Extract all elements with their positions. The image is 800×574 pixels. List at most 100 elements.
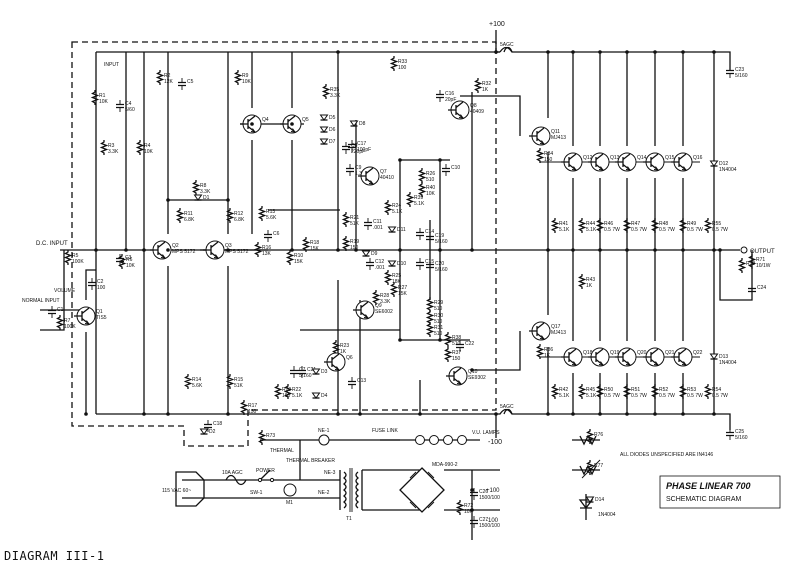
capacitor-id: C5 — [187, 79, 194, 85]
ne3-label: NE-3 — [324, 470, 336, 476]
neg-rail-wire — [96, 408, 731, 430]
resistor-id: R9 — [242, 73, 249, 79]
capacitor-value: 100pF — [357, 147, 371, 153]
diode-d9: D9 — [361, 250, 378, 257]
capacitor-c14: C14 — [416, 228, 434, 240]
capacitor-id: C16 — [445, 91, 454, 97]
resistor-value: 150 — [350, 245, 359, 251]
resistor-value: 0.5 7W — [659, 227, 675, 233]
resistor-value: 150 — [452, 356, 461, 362]
resistor-id: R29 — [434, 300, 443, 306]
resistor-value: 6.8K — [234, 217, 245, 223]
capacitor-id: C4 — [125, 101, 132, 107]
capacitor-id: C20 — [435, 261, 444, 267]
junction-dot — [438, 338, 442, 342]
resistor-id: R53 — [687, 387, 696, 393]
fuse-link-label: FUSE LINK — [372, 428, 399, 434]
capacitor-value: 5/160 — [435, 267, 448, 273]
diode-id: D12 — [719, 161, 728, 167]
resistor-value: 10K — [242, 79, 252, 85]
resistor-value: 510 — [434, 306, 443, 312]
junction-dot — [494, 412, 498, 416]
diode-id: D6 — [329, 127, 336, 133]
capacitor-id: C9 — [355, 165, 362, 171]
resistor-value: 10K — [126, 263, 136, 269]
capacitor-c18: C18 — [204, 420, 222, 432]
diode-value: 1N4004 — [719, 167, 737, 173]
junction-dot — [571, 412, 575, 416]
resistor-value: 0.5 7W — [659, 393, 675, 399]
capacitor-id: C12 — [375, 259, 384, 265]
diode-id: D3 — [321, 369, 328, 375]
junction-dot — [470, 368, 474, 372]
capacitor-value: 1.3 — [355, 171, 362, 177]
capacitor-id: C27 — [479, 517, 488, 523]
capacitor-c6: C6 — [264, 230, 280, 242]
schematic-title: PHASE LINEAR 700 — [666, 481, 751, 491]
mains-label: 115 VAC 60~ — [162, 488, 191, 494]
resistor-id: R50 — [604, 387, 613, 393]
resistor-id: R25 — [392, 273, 401, 279]
junction-dot — [226, 248, 230, 252]
capacitor-value: 20pF — [445, 97, 456, 103]
junction-dot — [681, 412, 685, 416]
resistor-value: 12K — [164, 79, 174, 85]
capacitor-c11: C11.001 — [364, 218, 383, 231]
transistor-id: Q17 — [551, 324, 561, 330]
resistor-id: R52 — [659, 387, 668, 393]
transistor-q15: Q15 — [643, 152, 675, 172]
resistor-value: 0.5 7W — [604, 393, 620, 399]
junction-dot — [94, 248, 98, 252]
diode-d8: D8 — [349, 120, 366, 127]
resistor-id: R13 — [266, 209, 275, 215]
diode-id: D14 — [595, 497, 604, 503]
resistor-id: R32 — [482, 81, 491, 87]
resistor-value: 1K — [340, 349, 347, 355]
resistor-id: R7 — [64, 318, 71, 324]
resistor-value: 3.3K — [200, 189, 211, 195]
capacitor-c24: C24 — [748, 284, 766, 296]
capacitor-id: C8 — [351, 143, 358, 149]
junction-dot — [124, 248, 128, 252]
transistor-id: Q20 — [637, 350, 647, 356]
fuse-pos — [503, 46, 513, 53]
resistor-value: 51K — [234, 383, 244, 389]
output-terminal[interactable] — [740, 246, 748, 254]
resistor-id: R8 — [200, 183, 207, 189]
junction-dot — [546, 412, 550, 416]
transistor-q21: Q21 — [643, 347, 675, 367]
resistor-id: R16 — [262, 245, 271, 251]
resistor-value: 3.3K — [108, 149, 119, 155]
transistor-q20: Q20 — [615, 347, 647, 367]
neon-lamp — [318, 434, 330, 446]
diode-d1: D1 — [193, 194, 210, 201]
resistor-value: 100K — [64, 324, 76, 330]
power-switch[interactable] — [257, 469, 275, 483]
diode-id: D9 — [371, 251, 378, 257]
resistor-id: R20 — [282, 387, 291, 393]
resistor-id: R46 — [604, 221, 613, 227]
diode-d3: D3 — [311, 368, 328, 375]
transistor-type: MPS 5172 — [172, 249, 196, 255]
pos-rail-wire — [495, 30, 731, 70]
resistor-id: R22 — [292, 387, 301, 393]
mains-plug[interactable] — [175, 471, 205, 507]
